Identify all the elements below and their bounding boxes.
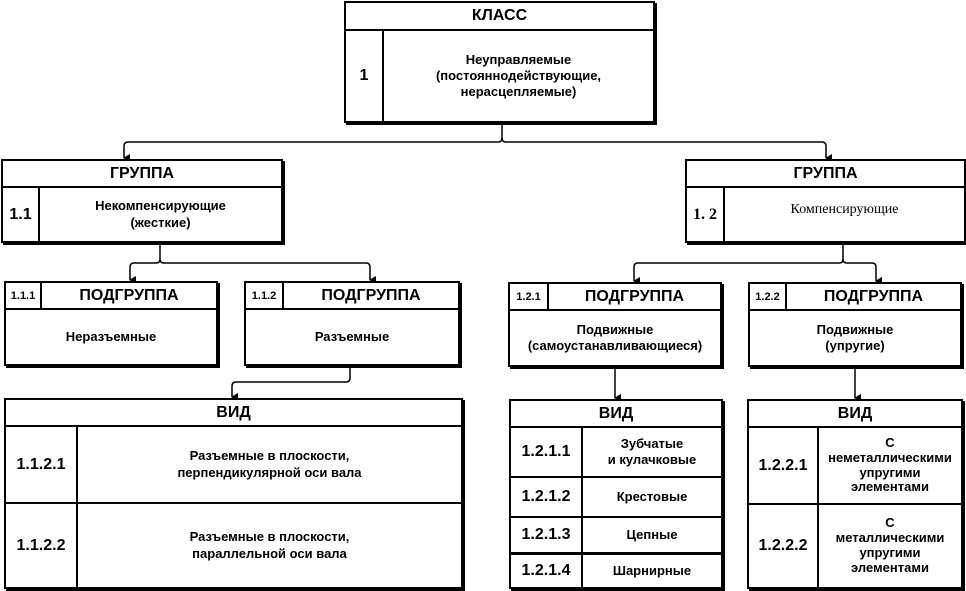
subgroup-header-row: 1.2.1 ПОДГРУППА — [510, 284, 720, 311]
subgroup-number: 1.2.2 — [750, 284, 787, 309]
view-box-1-1-2: ВИД 1.1.2.1 Разъемные в плоскости, перпе… — [4, 398, 463, 589]
subgroup-header-row: 1.1.2 ПОДГРУППА — [246, 283, 458, 310]
connector-sub112-view — [231, 365, 351, 401]
view-text: Шарнирные — [612, 562, 692, 578]
row-divider — [6, 502, 461, 504]
subgroup-number: 1.1.1 — [6, 283, 42, 308]
subgroup-header: ПОДГРУППА — [79, 286, 179, 304]
view-text: С металлическими упругими элементами — [835, 515, 945, 575]
group-header: ГРУППА — [687, 161, 964, 188]
group-text: Некомпенсирующие (жесткие) — [95, 198, 226, 230]
subgroup-text: Подвижные (упругие) — [816, 321, 894, 353]
view-text: С неметаллическими упругими элементами — [828, 434, 952, 495]
group-box-1-1: ГРУППА 1.1 Некомпенсирующие (жесткие) — [1, 159, 283, 243]
subgroup-text: Разъемные — [314, 328, 390, 344]
row-divider — [511, 516, 721, 518]
subgroup-header: ПОДГРУППА — [321, 286, 421, 304]
subgroup-text: Неразъемные — [65, 328, 157, 344]
group-number: 1.1 — [3, 188, 40, 241]
subgroup-header-row: 1.1.1 ПОДГРУППА — [6, 283, 216, 310]
group-number: 1. 2 — [687, 188, 725, 241]
view-box-1-2-1: ВИД 1.2.1.1 Зубчатые и кулачковые 1.2.1.… — [509, 399, 723, 589]
view-number: 1.1.2.2 — [6, 504, 78, 587]
view-header: ВИД — [749, 401, 961, 428]
class-box: КЛАСС 1 Неуправляемые (постояннодействую… — [344, 1, 655, 123]
view-number: 1.2.1.2 — [511, 478, 583, 516]
subgroup-box-1-2-1: 1.2.1 ПОДГРУППА Подвижные (самоустанавли… — [508, 282, 722, 367]
connector-group11-subgroups — [129, 243, 161, 284]
subgroup-text: Подвижные (самоустанавливающиеся) — [527, 321, 703, 353]
view-number: 1.2.2.1 — [749, 428, 819, 503]
view-number: 1.2.1.1 — [511, 428, 583, 476]
view-text: Разъемные в плоскости, параллельной оси … — [189, 529, 350, 561]
view-box-1-2-2: ВИД 1.2.2.1 С неметаллическими упругими … — [747, 399, 963, 589]
class-number: 1 — [346, 31, 384, 121]
view-number: 1.2.2.2 — [749, 505, 819, 587]
view-header: ВИД — [6, 400, 461, 427]
view-header: ВИД — [511, 401, 721, 428]
subgroup-header-row: 1.2.2 ПОДГРУППА — [750, 284, 960, 311]
subgroup-box-1-1-2: 1.1.2 ПОДГРУППА Разъемные — [244, 281, 460, 366]
view-number: 1.2.1.4 — [511, 555, 583, 587]
view-text: Разъемные в плоскости, перпендикулярной … — [177, 448, 362, 480]
subgroup-number: 1.1.2 — [246, 283, 284, 308]
row-divider — [511, 476, 721, 478]
class-text: Неуправляемые (постояннодействующие, нер… — [435, 51, 602, 100]
subgroup-box-1-2-2: 1.2.2 ПОДГРУППА Подвижные (упругие) — [748, 282, 962, 367]
group-box-1-2: ГРУППА 1. 2 Компенсирующие — [685, 159, 966, 243]
subgroup-box-1-1-1: 1.1.1 ПОДГРУППА Неразъемные — [4, 281, 218, 366]
group-header: ГРУППА — [3, 161, 281, 188]
row-divider — [749, 503, 961, 505]
subgroup-header: ПОДГРУППА — [823, 287, 924, 305]
connector-class-groups — [123, 122, 503, 162]
view-number: 1.1.2.1 — [6, 427, 78, 502]
view-number: 1.2.1.3 — [511, 518, 583, 552]
connector-group12-subgroups — [633, 243, 844, 285]
subgroup-header: ПОДГРУППА — [584, 287, 685, 305]
view-text: Крестовые — [616, 488, 688, 504]
subgroup-number: 1.2.1 — [510, 284, 549, 309]
view-text: Цепные — [626, 526, 678, 542]
view-text: Зубчатые и кулачковые — [607, 435, 697, 467]
class-header: КЛАСС — [346, 3, 653, 31]
group-text: Компенсирующие — [790, 202, 899, 217]
row-divider — [511, 552, 721, 555]
